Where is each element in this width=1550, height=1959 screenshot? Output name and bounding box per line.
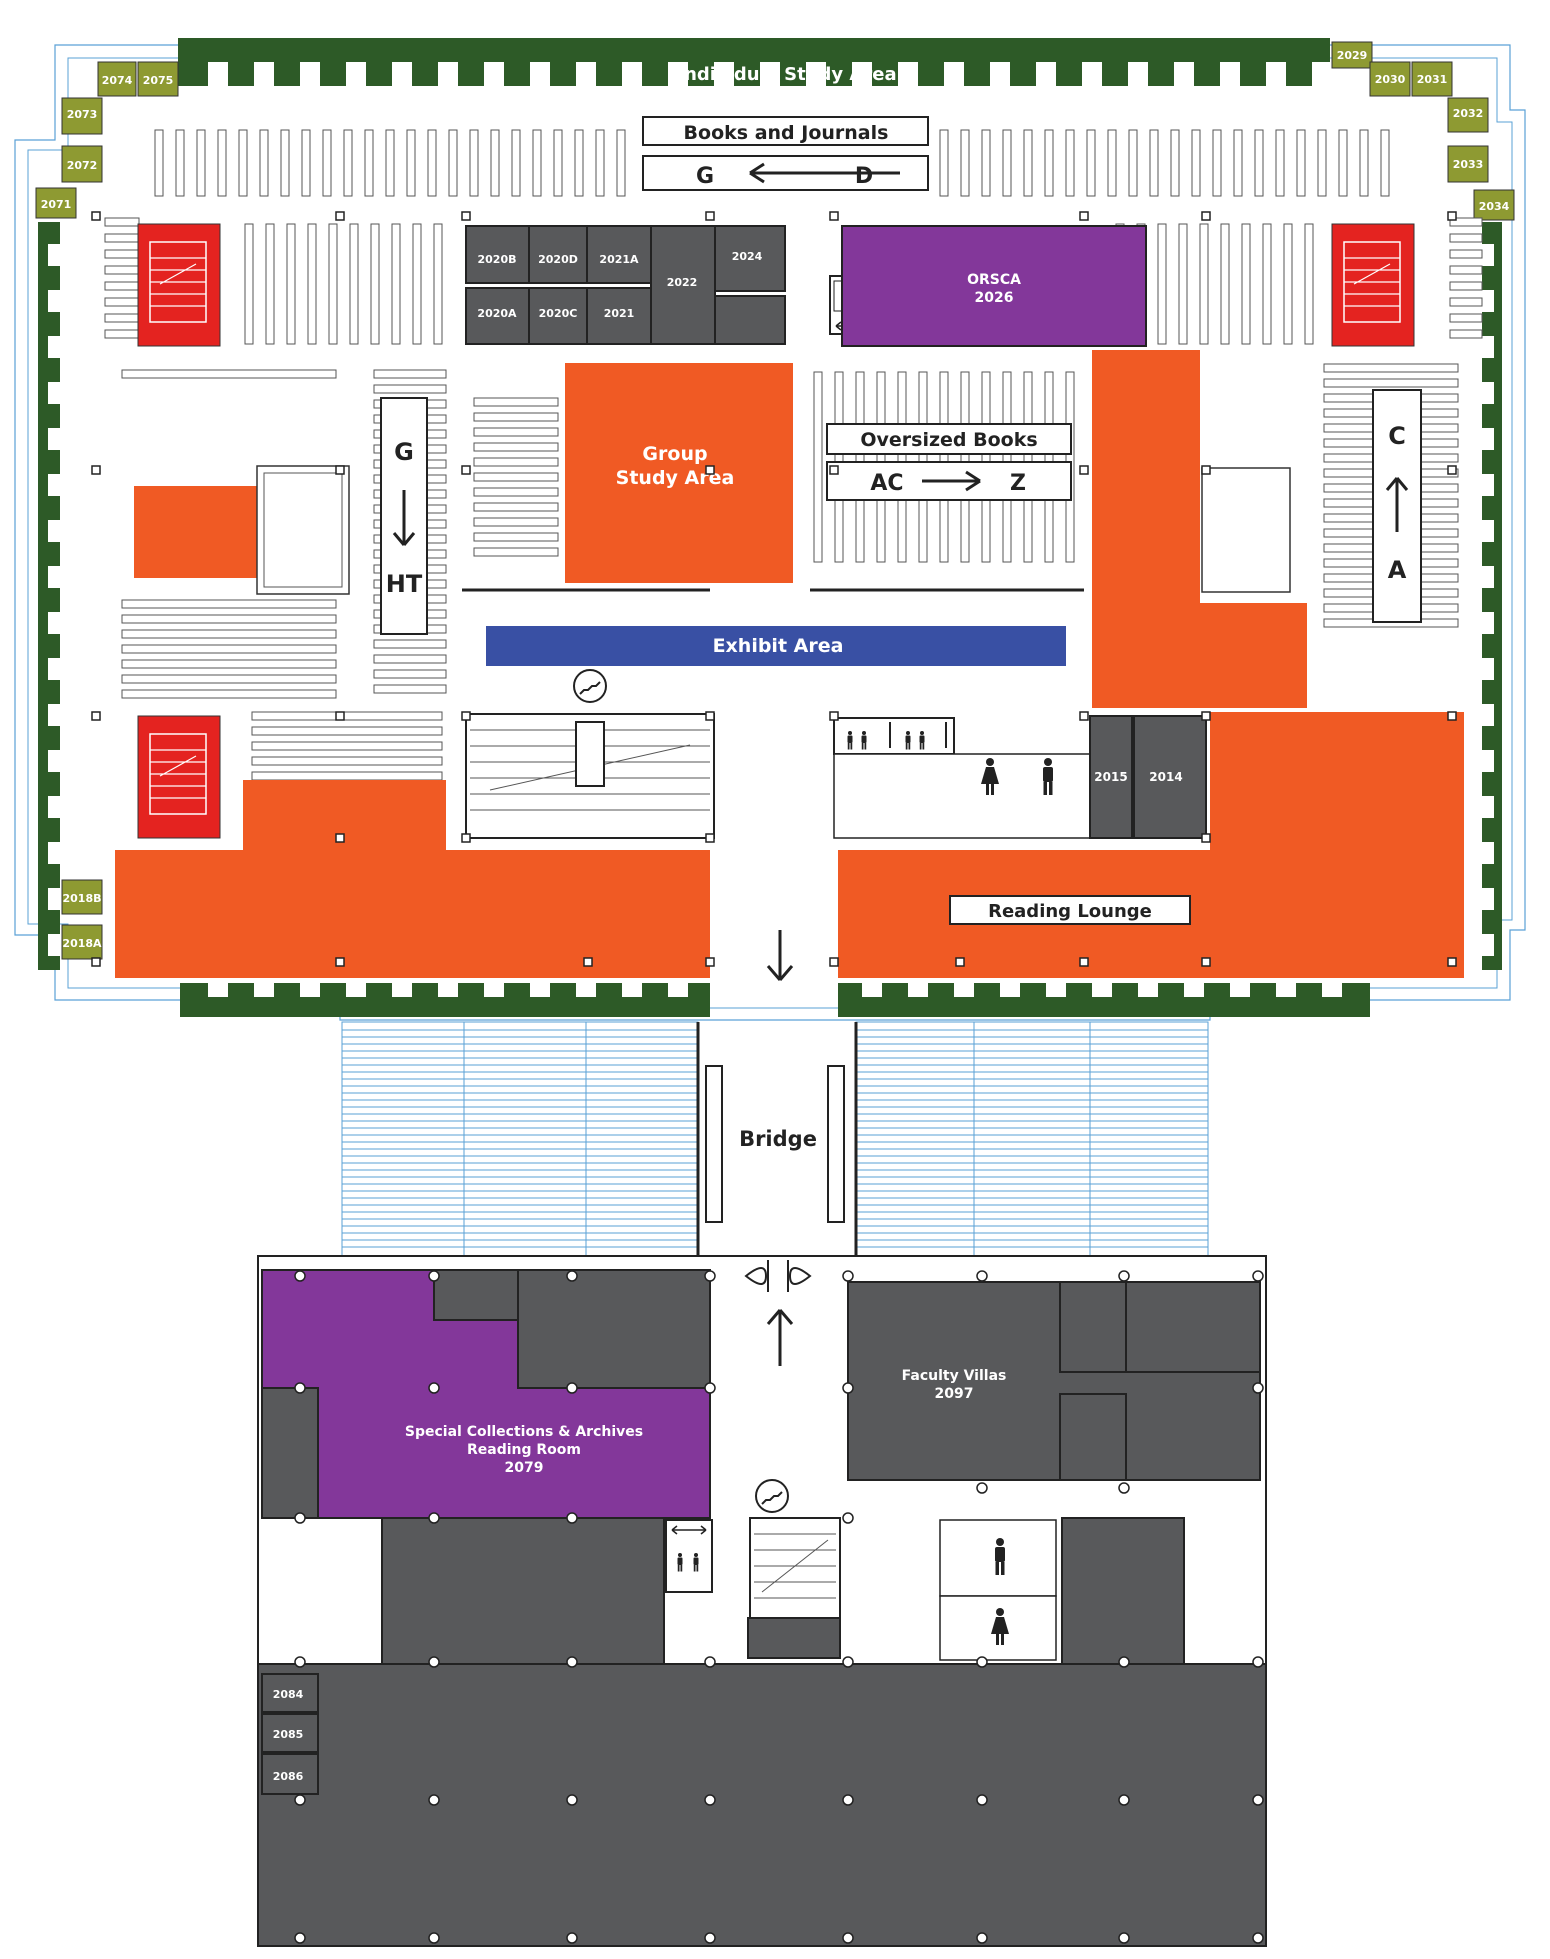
room-2018A-label[interactable]: 2018A (62, 937, 102, 950)
room-2018B-label[interactable]: 2018B (63, 892, 102, 905)
book-stacks (104, 129, 1483, 781)
south-gray-rooms (257, 1269, 1267, 1947)
entry-arrow-up (766, 1309, 794, 1366)
room-2075-label[interactable]: 2075 (143, 74, 174, 87)
individual-study-label[interactable]: Individual Study Area (677, 64, 896, 85)
orsca-number[interactable]: 2026 (975, 290, 1014, 306)
white-study-tables (256, 465, 1291, 595)
room-2014-label[interactable]: 2014 (1149, 770, 1182, 784)
reading-lounge-label[interactable]: Reading Lounge (988, 901, 1152, 922)
building-outline (14, 44, 1526, 1021)
room-2031-label[interactable]: 2031 (1417, 73, 1448, 86)
room-2032-label[interactable]: 2032 (1453, 107, 1484, 120)
books-journals-label: Books and Journals (684, 122, 889, 144)
oversized-books-label: Oversized Books (860, 429, 1037, 451)
oversized-to: Z (1010, 471, 1026, 496)
room-2084-label[interactable]: 2084 (273, 1688, 304, 1701)
bridge-stairs (341, 1021, 1209, 1258)
room-2015-label[interactable]: 2015 (1094, 770, 1127, 784)
entry-arrow-down (766, 930, 794, 981)
revolving-door[interactable] (744, 1260, 812, 1292)
group-study-label-2[interactable]: Study Area (616, 467, 735, 489)
room-2071-label[interactable]: 2071 (41, 198, 72, 211)
books-range-from: G (696, 164, 714, 189)
room-2085-label[interactable]: 2085 (273, 1728, 304, 1741)
room-2024-label[interactable]: 2024 (732, 250, 763, 263)
stacks-left-top: G (394, 438, 414, 466)
oversized-from: AC (870, 471, 903, 496)
special-collections-label-3[interactable]: 2079 (505, 1460, 544, 1476)
room-2030-label[interactable]: 2030 (1375, 73, 1406, 86)
room-2021A-label[interactable]: 2021A (599, 253, 639, 266)
books-range-to: D (855, 164, 873, 189)
reading-lounge-sign (949, 895, 1191, 925)
stacks-left-bottom: HT (386, 570, 423, 598)
room-2020D-label[interactable]: 2020D (538, 253, 578, 266)
room-2020C-label[interactable]: 2020C (539, 307, 578, 320)
study-carrel-notches (48, 62, 1494, 997)
room-2086-label[interactable]: 2086 (273, 1770, 304, 1783)
room-2034-label[interactable]: 2034 (1479, 200, 1510, 213)
books-journals-sign (642, 116, 929, 191)
restrooms-north (833, 753, 1091, 839)
room-2073-label[interactable]: 2073 (67, 108, 98, 121)
stacks-sign-left (380, 397, 428, 635)
stacks-right-top: C (1388, 422, 1406, 450)
orsca-room[interactable] (841, 225, 1147, 347)
bridge-walls (696, 1022, 858, 1262)
room-2020B-label[interactable]: 2020B (478, 253, 517, 266)
room-2022-label[interactable]: 2022 (667, 276, 698, 289)
faculty-villas-number[interactable]: 2097 (935, 1386, 974, 1402)
exhibit-area[interactable] (486, 626, 1066, 666)
exhibit-area-label[interactable]: Exhibit Area (713, 635, 844, 657)
room-2021-label[interactable]: 2021 (604, 307, 635, 320)
corner-study-rooms (35, 41, 1515, 960)
room-2033-label[interactable]: 2033 (1453, 158, 1484, 171)
special-collections-label-1[interactable]: Special Collections & Archives (405, 1424, 643, 1440)
stairwell-ne (1331, 223, 1415, 347)
stacks-sign-right (1372, 389, 1422, 623)
oversized-books-sign (826, 423, 1072, 501)
faculty-villas-label[interactable]: Faculty Villas (902, 1368, 1007, 1384)
stairwell-nw (137, 223, 221, 347)
stairwell-sw (137, 715, 221, 839)
room-2029-label[interactable]: 2029 (1337, 49, 1368, 62)
restrooms-south (939, 1519, 1057, 1661)
room-2074-label[interactable]: 2074 (102, 74, 133, 87)
bridge-label[interactable]: Bridge (739, 1127, 817, 1151)
room-2020A-label[interactable]: 2020A (477, 307, 517, 320)
central-stair (465, 669, 715, 839)
stacks-right-bottom: A (1388, 556, 1407, 584)
special-collections-label-2[interactable]: Reading Room (467, 1442, 581, 1458)
pillars (91, 211, 1457, 1944)
study-rooms-2020 (465, 225, 786, 345)
group-study-label-1[interactable]: Group (642, 443, 707, 465)
elevator-bank (833, 717, 955, 755)
south-elevator (665, 1519, 713, 1593)
rooms-2015-2014 (1089, 715, 1207, 839)
orsca-label[interactable]: ORSCA (967, 272, 1021, 288)
south-central-stair (749, 1479, 841, 1619)
room-2072-label[interactable]: 2072 (67, 159, 98, 172)
